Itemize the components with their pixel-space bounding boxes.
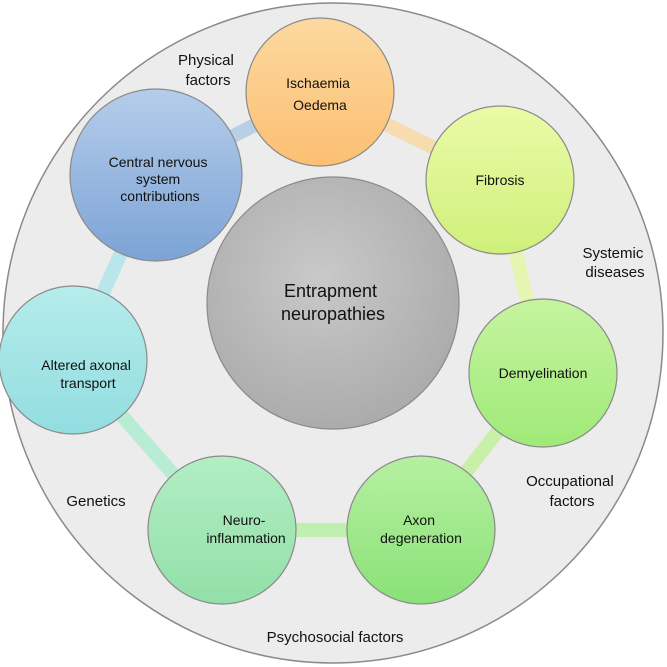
factor-label-line: Psychosocial factors xyxy=(267,629,404,646)
node-neuroinflammation: Neuro- inflammation xyxy=(147,455,297,605)
node-label-line: Fibrosis xyxy=(475,172,524,188)
factor-label-line: Systemic xyxy=(582,245,643,262)
node-circle xyxy=(346,455,496,605)
center-circle xyxy=(206,176,460,430)
node-demyelination: Demyelination xyxy=(468,298,618,448)
node-label: Ischaemia Oedema xyxy=(286,75,354,113)
node-label-line: Altered axonal xyxy=(41,357,131,373)
node-label-line: inflammation xyxy=(206,530,285,546)
node-label: Neuro- inflammation xyxy=(206,512,285,546)
node-label-line: Demyelination xyxy=(499,365,588,381)
node-label-line: Oedema xyxy=(293,97,347,113)
factor-label-line: Physical xyxy=(178,52,234,69)
center-label: Entrapment neuropathies xyxy=(281,281,385,324)
node-circle xyxy=(245,17,395,167)
factor-occupational-factors: Occupational factors xyxy=(526,473,618,510)
center-node: Entrapment neuropathies xyxy=(206,176,460,430)
node-label: Fibrosis xyxy=(475,172,524,188)
node-circle xyxy=(468,298,618,448)
node-altered-axonal-transport: Altered axonal transport xyxy=(0,285,148,435)
node-label-line: transport xyxy=(60,375,115,391)
factor-label-line: Occupational xyxy=(526,473,614,490)
center-label-line: neuropathies xyxy=(281,304,385,324)
node-circle xyxy=(0,285,148,435)
factor-label-line: factors xyxy=(549,493,594,510)
node-label-line: Ischaemia xyxy=(286,75,350,91)
node-label: Axon degeneration xyxy=(380,512,462,546)
factor-genetics: Genetics xyxy=(66,493,125,510)
node-circle xyxy=(147,455,297,605)
node-label: Demyelination xyxy=(499,365,588,381)
node-fibrosis: Fibrosis xyxy=(425,105,575,255)
factor-label-line: factors xyxy=(185,72,230,89)
factor-label-line: Genetics xyxy=(66,493,125,510)
node-label: Altered axonal transport xyxy=(41,357,134,391)
node-label-line: contributions xyxy=(120,188,199,204)
node-circle xyxy=(69,88,243,262)
factor-physical-factors: Physical factors xyxy=(178,52,238,89)
node-label-line: Neuro- xyxy=(223,512,266,528)
node-label-line: Central nervous xyxy=(109,154,208,170)
factor-label-line: diseases xyxy=(585,264,644,281)
node-label-line: Axon xyxy=(403,512,435,528)
center-label-line: Entrapment xyxy=(284,281,377,301)
node-label: Central nervous system contributions xyxy=(109,154,212,204)
factor-psychosocial-factors: Psychosocial factors xyxy=(267,629,404,646)
node-cns-contributions: Central nervous system contributions xyxy=(69,88,243,262)
node-label-line: degeneration xyxy=(380,530,462,546)
node-circle xyxy=(425,105,575,255)
node-label-line: system xyxy=(136,171,180,187)
factor-systemic-diseases: Systemic diseases xyxy=(582,245,647,281)
node-ischaemia-oedema: Ischaemia Oedema xyxy=(245,17,395,167)
node-axon-degeneration: Axon degeneration xyxy=(346,455,496,605)
